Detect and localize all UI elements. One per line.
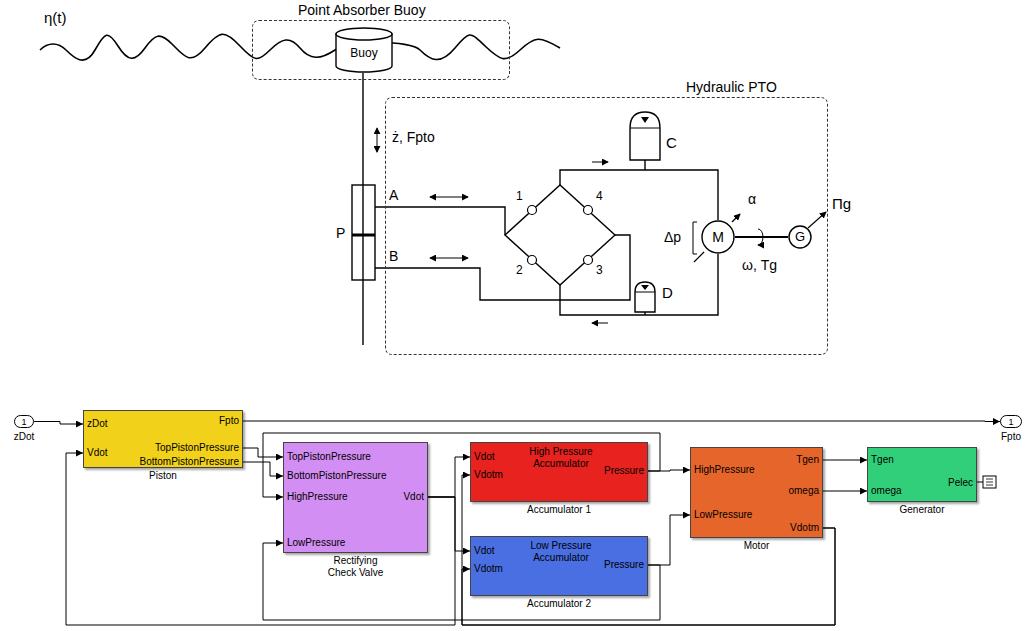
part-label: P [336, 226, 345, 241]
port-name: Vdot [474, 545, 495, 557]
port-name: omega [788, 485, 819, 497]
hydraulic-circuit [352, 73, 826, 345]
callout-number: 1 [516, 190, 523, 203]
block-name: Hydraulic PTO [686, 79, 777, 95]
signal-line [823, 460, 867, 461]
motor-block: HighPressureLowPressureTgenomegaVdotmMot… [690, 447, 823, 538]
shaft-line [735, 236, 788, 238]
block-name: Accumulator 2 [527, 598, 591, 610]
signal-line [428, 497, 470, 551]
port-name: Vdotm [790, 522, 819, 534]
signal-line [823, 491, 867, 492]
block-name: Accumulator 1 [527, 504, 591, 516]
inport: 1zDot [14, 415, 34, 428]
piston-block: zDotVdot FptoTopPistonPressureBottomPisto… [83, 410, 243, 468]
pressure-label: Δp [664, 230, 681, 245]
port-name: BottomPistonPressure [287, 470, 387, 482]
part-label: C [666, 135, 677, 152]
port-name: TopPistonPressure [287, 451, 371, 463]
generator-symbol: G [788, 225, 812, 249]
callout-number: 4 [596, 190, 603, 203]
port-name: LowPressure [287, 537, 345, 549]
buoy-region: Point Absorber BuoyBuoy [252, 20, 510, 80]
port-name: Vdotm [474, 563, 503, 575]
generator-block: TgenomegaPelecGenerator [867, 447, 977, 502]
signal-line [462, 528, 835, 625]
signal-line [34, 422, 83, 425]
port-name: HighPressure [287, 491, 348, 503]
port-name: Vdot [474, 451, 495, 463]
node-title: High Pressure Accumulator [511, 446, 611, 469]
wave-elevation: η(t) [44, 10, 67, 27]
port-name: BottomPistonPressure [140, 456, 240, 468]
motor-symbol: M [701, 220, 735, 254]
node-title: 1 [14, 416, 34, 426]
speed-torque-label: ω, Tg [742, 258, 777, 273]
block-name: Fpto [1001, 431, 1021, 443]
port-name: Pressure [604, 559, 644, 571]
port-label: A [389, 188, 398, 203]
scope-symbol [977, 476, 996, 488]
port-name: TopPistonPressure [155, 442, 239, 454]
port-name: Vdot [403, 491, 424, 503]
callout-number: 3 [596, 264, 603, 277]
block-name: zDot [14, 431, 35, 443]
check-valve-block: TopPistonPressureBottomPistonPressureHig… [283, 442, 428, 553]
port-name: Fpto [219, 415, 239, 427]
power-label: Πg [832, 196, 851, 213]
buoy-body: Buoy [335, 27, 393, 73]
wave-line [40, 34, 560, 60]
port-name: Pressure [604, 465, 644, 477]
port-name: Vdot [87, 447, 108, 459]
signal-line [243, 421, 1000, 423]
port-name: zDot [87, 418, 108, 430]
signal-line [648, 515, 690, 565]
signal-line [428, 457, 470, 497]
velocity-force-label: ż, Fpto [392, 130, 435, 145]
node-title: M [701, 229, 735, 245]
pto-region: Hydraulic PTOMG [385, 97, 828, 355]
block-name: Rectifying Check Valve [321, 555, 391, 578]
block-name: Point Absorber Buoy [298, 2, 426, 18]
node-title: 1 [1000, 416, 1022, 426]
port-name: LowPressure [694, 509, 752, 521]
block-name: Motor [744, 540, 770, 552]
port-name: omega [871, 485, 902, 497]
port-label: B [389, 249, 398, 264]
outport: 1Fpto [1000, 415, 1022, 428]
block-name: Piston [149, 470, 177, 482]
node-title: G [788, 230, 812, 245]
port-name: HighPressure [694, 464, 755, 476]
check-valve-symbol [528, 206, 593, 265]
port-name: Vdotm [474, 469, 503, 481]
node-title: Low Pressure Accumulator [511, 540, 611, 563]
port-name: Tgen [871, 454, 894, 466]
callout-number: 2 [516, 264, 523, 277]
port-name: Pelec [948, 477, 973, 489]
block-name: Generator [899, 504, 944, 516]
part-label: D [662, 285, 673, 302]
displacement-label: α [748, 192, 756, 207]
node-title: Buoy [335, 47, 393, 61]
accumulator-block: VdotVdotm High Pressure AccumulatorPressu… [470, 442, 648, 502]
accumulator-block: VdotVdotm Low Pressure AccumulatorPressur… [470, 536, 648, 596]
port-name: Tgen [796, 454, 819, 466]
